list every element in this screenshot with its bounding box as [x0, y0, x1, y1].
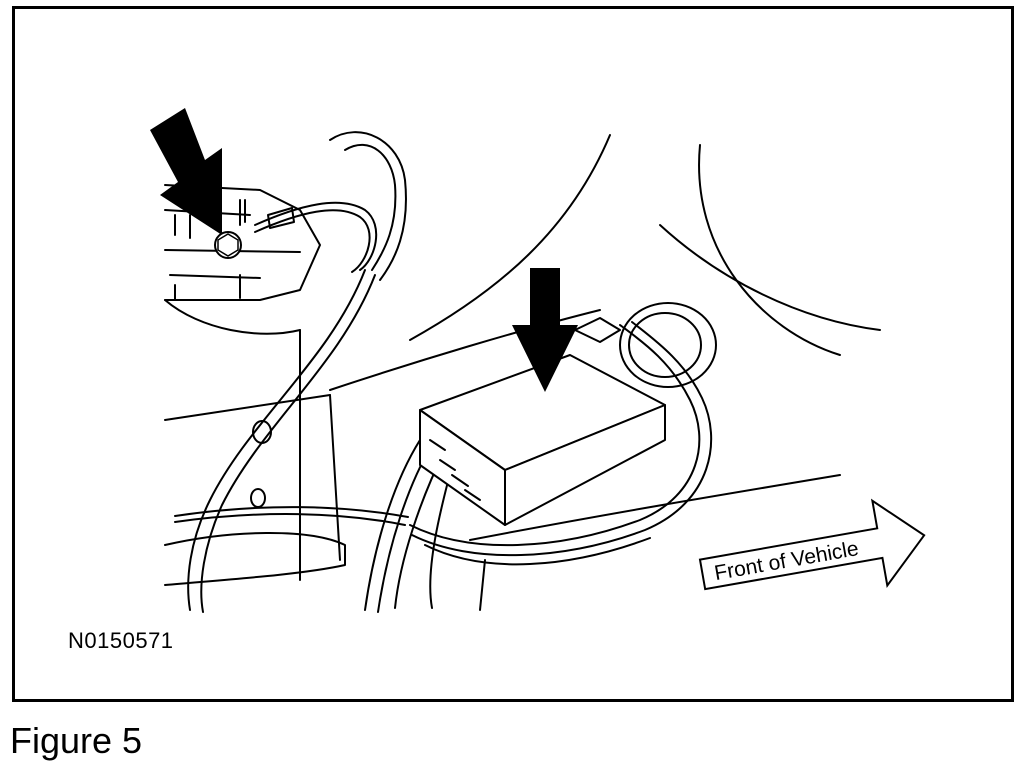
mounting-hole — [250, 488, 266, 508]
down-right-arrow-icon — [150, 108, 222, 235]
bracket-lower — [164, 394, 331, 421]
ring-terminal — [267, 207, 295, 229]
grommet — [619, 302, 717, 388]
bracket-slot — [174, 274, 241, 301]
floor-line — [479, 559, 486, 611]
lower-trim — [164, 532, 346, 586]
body-panel-curve — [698, 144, 841, 356]
bracket-slot — [174, 199, 246, 239]
harness-wire — [174, 513, 406, 526]
floor-line — [469, 474, 841, 541]
ground-wire — [254, 201, 378, 271]
bracket-outline — [164, 184, 321, 301]
body-panel-edge — [329, 309, 601, 391]
reference-code: N0150571 — [68, 628, 174, 653]
module-wire — [409, 324, 701, 547]
body-panel-curve — [409, 134, 611, 341]
wire-conduit — [329, 131, 407, 281]
module-connector — [429, 439, 481, 501]
figure-caption: Figure 5 — [10, 720, 143, 761]
module-box-side — [504, 404, 666, 526]
right-arrow-icon: Front of Vehicle — [698, 498, 926, 591]
ground-nut — [214, 231, 242, 259]
ground-wire — [254, 209, 371, 273]
bracket-rib — [169, 274, 261, 279]
module-wire — [411, 321, 713, 557]
body-panel-curve — [659, 224, 881, 331]
ground-nut-hex — [217, 233, 239, 257]
harness-wire — [187, 269, 366, 611]
bracket-lower — [164, 299, 301, 421]
pillar-edge — [329, 394, 341, 561]
module-wire — [424, 537, 651, 566]
down-arrow-icon — [512, 268, 578, 392]
module-wire — [377, 444, 433, 613]
harness-wire — [174, 506, 409, 518]
harness-wire — [200, 274, 376, 613]
wire-conduit — [344, 144, 397, 271]
grommet-inner — [628, 312, 702, 378]
module-mount-tab — [574, 317, 621, 343]
module-wire — [364, 439, 421, 611]
